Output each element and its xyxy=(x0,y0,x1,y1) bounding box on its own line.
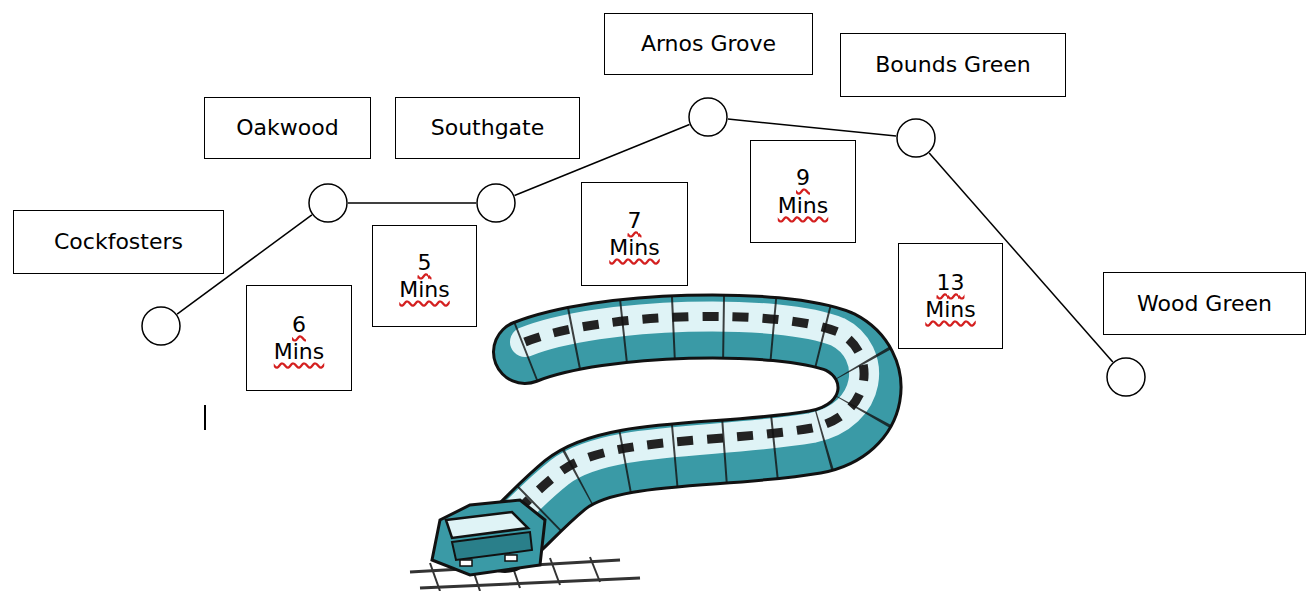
station-node: Oakwood xyxy=(308,183,348,223)
travel-time-box: 6 Mins xyxy=(246,285,352,391)
station-label-box: Cockfosters xyxy=(13,210,224,274)
station-name: Cockfosters xyxy=(54,228,183,256)
travel-time: 9 Mins xyxy=(778,164,829,219)
station-circle xyxy=(1106,357,1146,397)
station-node: Arnos Grove xyxy=(688,97,728,137)
travel-time-box: 13 Mins xyxy=(898,243,1003,349)
station-label-box: Southgate xyxy=(395,97,580,159)
station-circle xyxy=(142,307,180,345)
travel-time-box: 9 Mins xyxy=(750,140,856,243)
travel-time-box: 5 Mins xyxy=(372,225,477,327)
travel-time-box: 7 Mins xyxy=(581,182,688,286)
station-circle xyxy=(689,98,727,136)
station-circle xyxy=(1107,358,1145,396)
train-body xyxy=(505,316,870,540)
travel-time-box: 9 Mins xyxy=(750,140,856,243)
travel-time-box: 7 Mins xyxy=(581,182,688,286)
station-circle xyxy=(897,119,935,157)
station-node: Cockfosters xyxy=(141,306,181,346)
station-name: Oakwood xyxy=(236,114,338,142)
travel-time-box: 13 Mins xyxy=(898,243,1003,349)
station-label-box: Wood Green xyxy=(1103,272,1306,335)
travel-time: 13 Mins xyxy=(925,269,976,324)
station-name: Arnos Grove xyxy=(641,30,776,58)
station-node: Bounds Green xyxy=(896,118,936,158)
station-circle xyxy=(309,184,347,222)
station-label-box: Oakwood xyxy=(204,97,371,159)
station-name: Southgate xyxy=(431,114,545,142)
station-circle xyxy=(476,183,516,223)
station-node: Wood Green xyxy=(1106,357,1146,397)
station-name: Wood Green xyxy=(1137,290,1272,318)
station-circle xyxy=(141,306,181,346)
travel-time: 5 Mins xyxy=(399,249,450,304)
train-front xyxy=(432,500,545,575)
station-circle xyxy=(477,184,515,222)
station-node: Southgate xyxy=(476,183,516,223)
station-name: Bounds Green xyxy=(875,51,1030,79)
travel-time-box: 5 Mins xyxy=(372,225,477,327)
track-line xyxy=(728,119,896,136)
track-line xyxy=(348,202,476,204)
travel-time-box: 6 Mins xyxy=(246,285,352,391)
station-circle xyxy=(896,118,936,158)
station-circle xyxy=(688,97,728,137)
travel-time: 7 Mins xyxy=(609,207,660,262)
station-label-box: Arnos Grove xyxy=(604,13,813,75)
stray-tick xyxy=(204,405,206,430)
travel-time: 6 Mins xyxy=(274,311,325,366)
station-label-box: Bounds Green xyxy=(840,33,1066,97)
station-circle xyxy=(308,183,348,223)
